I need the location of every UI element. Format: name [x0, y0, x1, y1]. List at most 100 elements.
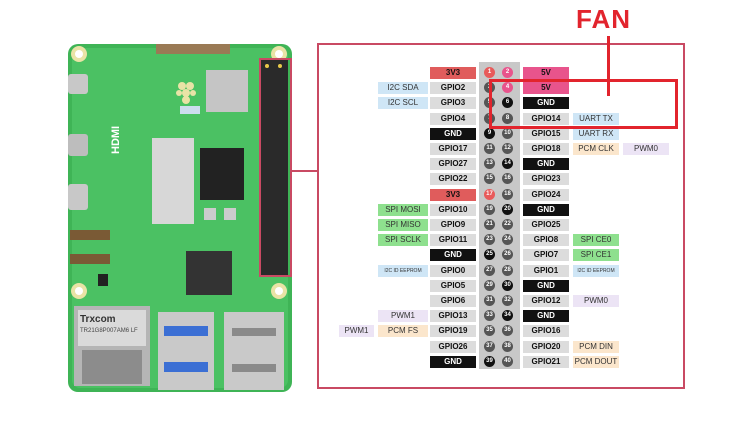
pin-circle: 13	[484, 158, 495, 170]
pin-name-label: GPIO6	[430, 295, 476, 307]
pin-name-label: GPIO19	[430, 325, 476, 338]
pin-name-label: GPIO13	[430, 310, 476, 323]
pin-circle: 12	[502, 143, 513, 154]
pin-alt-label: PWM0	[623, 143, 669, 155]
pin-circle: 18	[502, 188, 513, 200]
pin-circle: 15	[484, 173, 495, 185]
gpio-pinout-panel	[317, 43, 685, 389]
pin-alt-label: I2C SDA	[378, 82, 428, 95]
pin-name-label: GND	[523, 158, 569, 171]
pin-circle: 4	[502, 82, 513, 94]
pin-circle: 39	[484, 355, 495, 367]
pin-alt-label: PCM DOUT	[573, 355, 619, 368]
pin-alt-label: I2C SCL	[378, 97, 428, 110]
pin-name-label: GPIO23	[523, 173, 569, 186]
pin-name-label: GPIO12	[523, 295, 569, 307]
pin-name-label: GND	[523, 203, 569, 216]
pin-alt-label: PCM DIN	[573, 340, 619, 353]
pin-name-label: GND	[523, 310, 569, 323]
pin-name-label: GPIO1	[523, 264, 569, 277]
pin-name-label: GPIO16	[523, 325, 569, 338]
pin-circle: 6	[502, 97, 513, 109]
pin-name-label: GPIO5	[430, 279, 476, 292]
pin-name-label: GPIO9	[430, 219, 476, 231]
pin-circle: 34	[502, 310, 513, 322]
pin-circle: 24	[502, 234, 513, 246]
raspberry-pi-board: HDMI Trxcom TR21G8P007AM6 LF	[68, 44, 292, 392]
pin-row: 3V3 17 18 GPIO24	[0, 188, 750, 202]
pin-circle: 25	[484, 249, 495, 261]
pin-alt-label: PWM0	[573, 295, 619, 307]
pin-name-label: GPIO17	[430, 143, 476, 155]
pin-alt-label: I2C ID EEPROM	[573, 264, 619, 277]
pin-row: GPIO6 31 32 GPIO12 PWM0	[0, 295, 750, 308]
pin-alt-label: PCM FS	[378, 325, 428, 338]
pin-alt-label: SPI CE0	[573, 234, 619, 247]
pin-name-label: 5V	[523, 82, 569, 95]
pin-circle: 37	[484, 340, 495, 352]
pin-name-label: GPIO20	[523, 340, 569, 353]
pin-name-label: GPIO14	[523, 112, 569, 125]
pin-name-label: GND	[430, 249, 476, 262]
pin-alt-label: PCM CLK	[573, 143, 619, 155]
pin-alt-label: UART TX	[573, 112, 619, 125]
pin-circle: 40	[502, 355, 513, 367]
pin-name-label: GPIO27	[430, 158, 476, 171]
pin-circle: 30	[502, 279, 513, 291]
pin-row: GPIO27 13 14 GND	[0, 158, 750, 171]
pin-name-label: GPIO10	[430, 203, 476, 216]
pin-circle: 16	[502, 173, 513, 185]
pin-name-label: GPIO18	[523, 143, 569, 155]
pin-circle: 19	[484, 203, 495, 215]
pin-circle: 32	[502, 295, 513, 306]
pin-name-label: GPIO26	[430, 340, 476, 353]
pin-alt-label: SPI MISO	[378, 219, 428, 231]
pin-name-label: GPIO22	[430, 173, 476, 186]
pin-circle: 36	[502, 325, 513, 337]
pin-row: GPIO17 11 12 GPIO18 PCM CLK PWM0	[0, 143, 750, 156]
pin-alt-label: SPI CE1	[573, 249, 619, 262]
pin-circle: 11	[484, 143, 495, 154]
pin-circle: 9	[484, 127, 495, 139]
pin-circle: 38	[502, 340, 513, 352]
pin-circle: 17	[484, 188, 495, 200]
pin-name-label: GPIO2	[430, 82, 476, 95]
pin-name-label: GPIO25	[523, 219, 569, 231]
fan-annotation-label: FAN	[576, 4, 631, 34]
pin-row: GPIO26 37 38 GPIO20 PCM DIN	[0, 340, 750, 354]
pin-circle: 2	[502, 67, 513, 78]
pin-name-label: GPIO15	[523, 127, 569, 140]
network-chip-label: Trxcom	[80, 314, 116, 325]
pin-alt-label: PWM1	[378, 310, 428, 323]
pin-circle: 31	[484, 295, 495, 306]
pin-name-label: 3V3	[430, 188, 476, 201]
pin-name-label: GPIO4	[430, 112, 476, 125]
pin-name-label: GND	[430, 127, 476, 140]
pin-name-label: GND	[523, 97, 569, 110]
pin-name-label: GPIO24	[523, 188, 569, 201]
pin-name-label: GND	[523, 279, 569, 292]
pin-circle: 10	[502, 127, 513, 139]
pin-name-label: 3V3	[430, 67, 476, 79]
pin-circle: 21	[484, 219, 495, 230]
pin-circle: 26	[502, 249, 513, 261]
pin-alt-label: SPI MOSI	[378, 203, 428, 216]
pin-alt-label: PWM1	[339, 325, 374, 338]
pin-circle: 14	[502, 158, 513, 170]
pin-circle: 35	[484, 325, 495, 337]
pin-name-label: GPIO8	[523, 234, 569, 247]
pin-alt-label: UART RX	[573, 127, 619, 140]
callout-connector	[291, 170, 317, 172]
pin-name-label: GPIO11	[430, 234, 476, 247]
pin-circle: 20	[502, 203, 513, 215]
pin-name-label: GPIO21	[523, 355, 569, 368]
pin-name-label: GPIO0	[430, 264, 476, 277]
fan-pins-highlight-box	[489, 79, 678, 129]
